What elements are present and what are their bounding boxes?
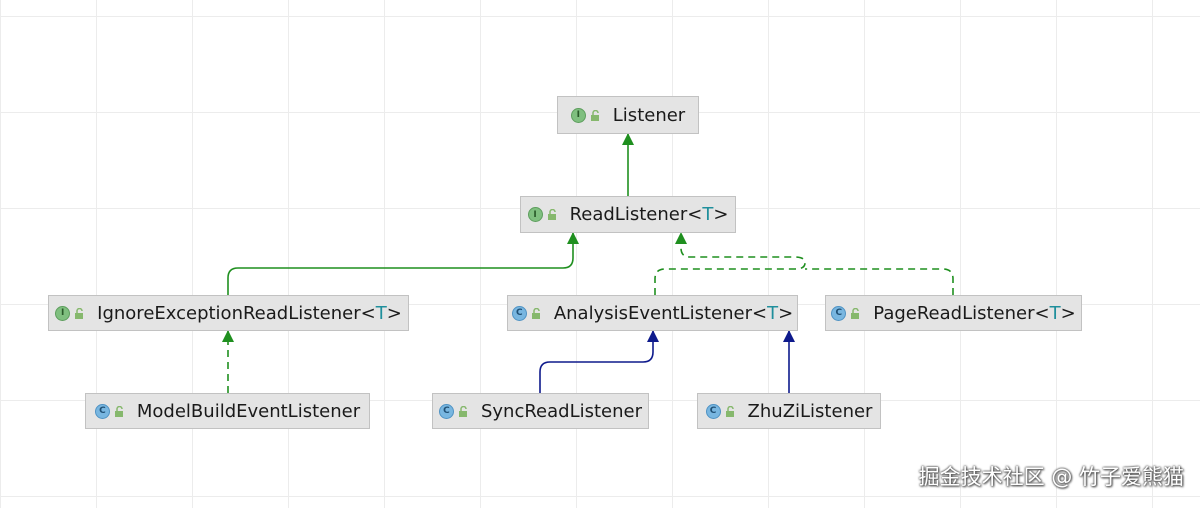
class-icon: C (438, 403, 454, 419)
type-param: T (767, 302, 779, 324)
edge-page-to-read-listener (805, 268, 954, 295)
edge-ignore-to-read-listener (227, 232, 579, 295)
node-model-build-event-listener[interactable]: C ModelBuildEventListener (85, 393, 370, 429)
interface-icon: I (55, 305, 71, 321)
node-label: Listener (612, 104, 686, 126)
node-label: ReadListener<T> (569, 204, 729, 225)
unlock-icon (458, 405, 467, 417)
class-icon: C (94, 403, 110, 419)
node-sync-read-listener[interactable]: C SyncReadListener (432, 393, 649, 429)
unlock-icon (590, 109, 599, 121)
class-icon: C (705, 403, 721, 419)
node-label: IgnoreExceptionReadListener<T> (97, 302, 402, 324)
node-label: AnalysisEventListener<T> (553, 302, 794, 324)
edge-sync-to-analysis (539, 330, 659, 393)
interface-icon: I (570, 107, 586, 123)
node-label: SyncReadListener (480, 400, 643, 422)
unlock-icon (531, 307, 540, 319)
class-icon: C (511, 305, 527, 321)
watermark: 掘金技术社区 @ 竹子爱熊猫 (918, 465, 1184, 489)
type-param: T (1049, 302, 1061, 324)
unlock-icon (75, 307, 84, 319)
class-icon: C (831, 305, 847, 321)
unlock-icon (114, 405, 123, 417)
node-page-read-listener[interactable]: C PageReadListener<T> (825, 295, 1082, 331)
unlock-icon (547, 209, 556, 220)
node-label: ModelBuildEventListener (136, 400, 361, 422)
node-listener[interactable]: I Listener (557, 96, 699, 134)
unlock-icon (851, 307, 860, 319)
interface-icon: I (527, 207, 543, 222)
node-ignore-exception-read-listener[interactable]: I IgnoreExceptionReadListener<T> (48, 295, 409, 331)
node-read-listener[interactable]: I ReadListener<T> (520, 196, 736, 233)
type-param: T (702, 204, 714, 225)
node-analysis-event-listener[interactable]: C AnalysisEventListener<T> (507, 295, 798, 331)
edge-analysis-to-read-listener (654, 232, 806, 295)
node-label: ZhuZiListener (747, 400, 873, 422)
type-param: T (375, 302, 387, 324)
node-zhuzi-listener[interactable]: C ZhuZiListener (697, 393, 881, 429)
node-label: PageReadListener<T> (873, 302, 1076, 324)
unlock-icon (725, 405, 734, 417)
